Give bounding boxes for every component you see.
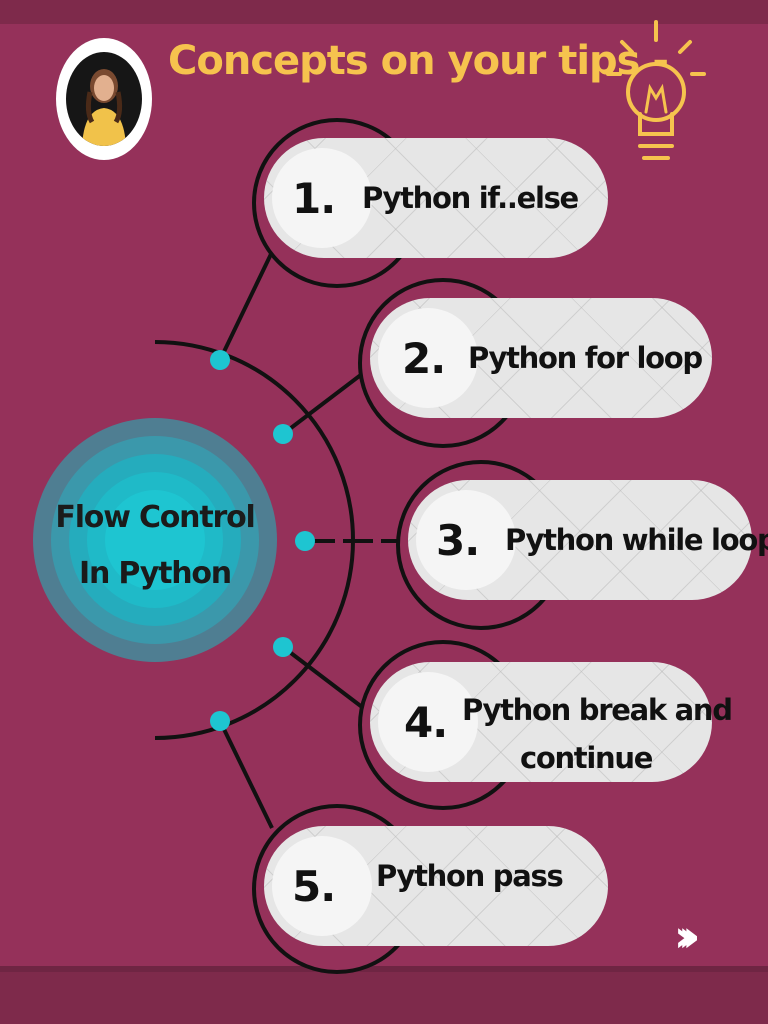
- bottom-bar: [0, 972, 768, 1024]
- item-1-number: 1.: [292, 174, 336, 223]
- item-3-number-circle: [416, 490, 516, 590]
- item-4-number: 4.: [404, 698, 448, 747]
- item-1-label: Python if..else: [362, 181, 579, 215]
- item-5-number: 5.: [292, 862, 336, 911]
- item-2-number: 2.: [402, 334, 446, 383]
- avatar-photo: [66, 52, 142, 146]
- item-3-label: Python while loop: [505, 523, 768, 557]
- lightbulb-icon: [606, 20, 706, 160]
- item-3-number: 3.: [436, 516, 480, 565]
- avatar: [56, 38, 152, 160]
- item-5-number-circle: [272, 836, 372, 936]
- item-4-label-line2: continue: [519, 741, 653, 775]
- hub-label-line2: In Python: [79, 556, 232, 591]
- bottom-shadow: [0, 966, 768, 974]
- hub-circle: [33, 418, 277, 662]
- connector-nodes: [210, 350, 315, 731]
- hub-label: Flow Control In Python: [40, 490, 270, 602]
- connector-lines: [218, 251, 412, 829]
- item-2-label: Python for loop: [468, 341, 703, 375]
- top-bar: [0, 0, 768, 24]
- page-title: Concepts on your tips -: [168, 38, 669, 84]
- item-1-number-circle: [272, 148, 372, 248]
- next-arrows-icon[interactable]: ›››: [674, 911, 701, 962]
- item-4-label: Python break and continue: [462, 686, 733, 782]
- item-5-label: Python pass: [376, 859, 564, 893]
- hub-label-line1: Flow Control: [55, 500, 255, 535]
- item-4-label-line1: Python break and: [462, 693, 733, 727]
- item-2-number-circle: [378, 308, 478, 408]
- item-4-number-circle: [378, 672, 478, 772]
